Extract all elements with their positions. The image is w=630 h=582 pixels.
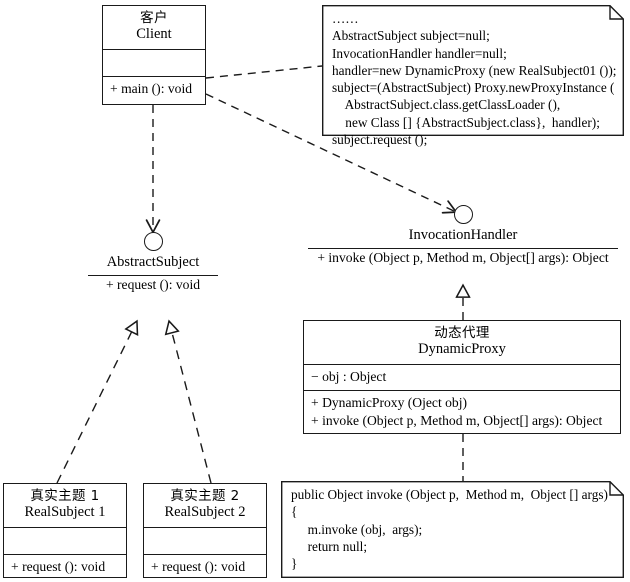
dynamicproxy-attributes-compartment: − obj : Object [304, 365, 620, 392]
note-client-code: …… AbstractSubject subject=null; Invocat… [322, 5, 624, 147]
connector-realsubject2-abstractsubject [169, 321, 212, 484]
class-box-realsubject-2[interactable]: 真实主题 2 RealSubject 2 + request (): void [143, 483, 267, 578]
realsubject2-name-en: RealSubject 2 [164, 504, 246, 521]
dynamicproxy-name-en: DynamicProxy [418, 341, 506, 358]
interface-abstractsubject[interactable]: AbstractSubject + request (): void [88, 232, 218, 300]
dynamicproxy-operation-ctor: + DynamicProxy (Oject obj) [311, 395, 468, 411]
realsubject2-operations-compartment: + request (): void [144, 555, 266, 581]
realsubject1-operation-request: + request (): void [11, 559, 106, 575]
client-name-cn: 客户 [140, 10, 168, 26]
abstractsubject-divider [88, 275, 218, 276]
abstractsubject-operation: + request (): void [105, 277, 201, 292]
invocationhandler-divider [308, 248, 618, 249]
connector-client-note-anchor [205, 65, 323, 79]
dynamicproxy-operation-invoke: + invoke (Object p, Method m, Object[] a… [311, 413, 603, 429]
note-proxy-code-text: public Object invoke (Object p, Method m… [291, 487, 608, 572]
abstractsubject-interface-ball [143, 232, 163, 251]
realsubject2-title: 真实主题 2 RealSubject 2 [144, 484, 266, 529]
realsubject2-attributes-compartment [144, 528, 266, 556]
class-box-client[interactable]: 客户 Client + main (): void [102, 5, 206, 105]
interface-invocationhandler[interactable]: InvocationHandler + invoke (Object p, Me… [308, 205, 618, 273]
dynamicproxy-attribute-obj: − obj : Object [311, 369, 387, 385]
realsubject1-name-cn: 真实主题 1 [30, 488, 100, 504]
realsubject1-operations-compartment: + request (): void [4, 555, 126, 581]
note-proxy-code: public Object invoke (Object p, Method m… [281, 481, 624, 578]
client-attributes-compartment [103, 50, 205, 78]
client-operations-compartment: + main (): void [103, 77, 205, 103]
dynamicproxy-operations-compartment: + DynamicProxy (Oject obj) + invoke (Obj… [304, 391, 620, 433]
realsubject2-operation-request: + request (): void [151, 559, 246, 575]
invocationhandler-operation: + invoke (Object p, Method m, Object[] a… [317, 250, 609, 265]
client-title: 客户 Client [103, 6, 205, 51]
client-operation-main: + main (): void [110, 81, 193, 97]
realsubject1-attributes-compartment [4, 528, 126, 556]
client-name-en: Client [136, 26, 172, 43]
abstractsubject-name: AbstractSubject [106, 254, 200, 270]
invocationhandler-interface-ball [453, 205, 473, 224]
realsubject2-name-cn: 真实主题 2 [170, 488, 240, 504]
connector-realsubject1-abstractsubject [56, 321, 137, 484]
note-shape [281, 481, 624, 578]
class-box-dynamicproxy[interactable]: 动态代理 DynamicProxy − obj : Object + Dynam… [303, 320, 621, 434]
note-client-code-text: …… AbstractSubject subject=null; Invocat… [332, 11, 617, 147]
invocationhandler-name: InvocationHandler [408, 227, 518, 243]
realsubject1-title: 真实主题 1 RealSubject 1 [4, 484, 126, 529]
class-box-realsubject-1[interactable]: 真实主题 1 RealSubject 1 + request (): void [3, 483, 127, 578]
realsubject1-name-en: RealSubject 1 [24, 504, 106, 521]
dynamicproxy-title: 动态代理 DynamicProxy [304, 321, 620, 366]
dynamicproxy-name-cn: 动态代理 [434, 325, 490, 341]
